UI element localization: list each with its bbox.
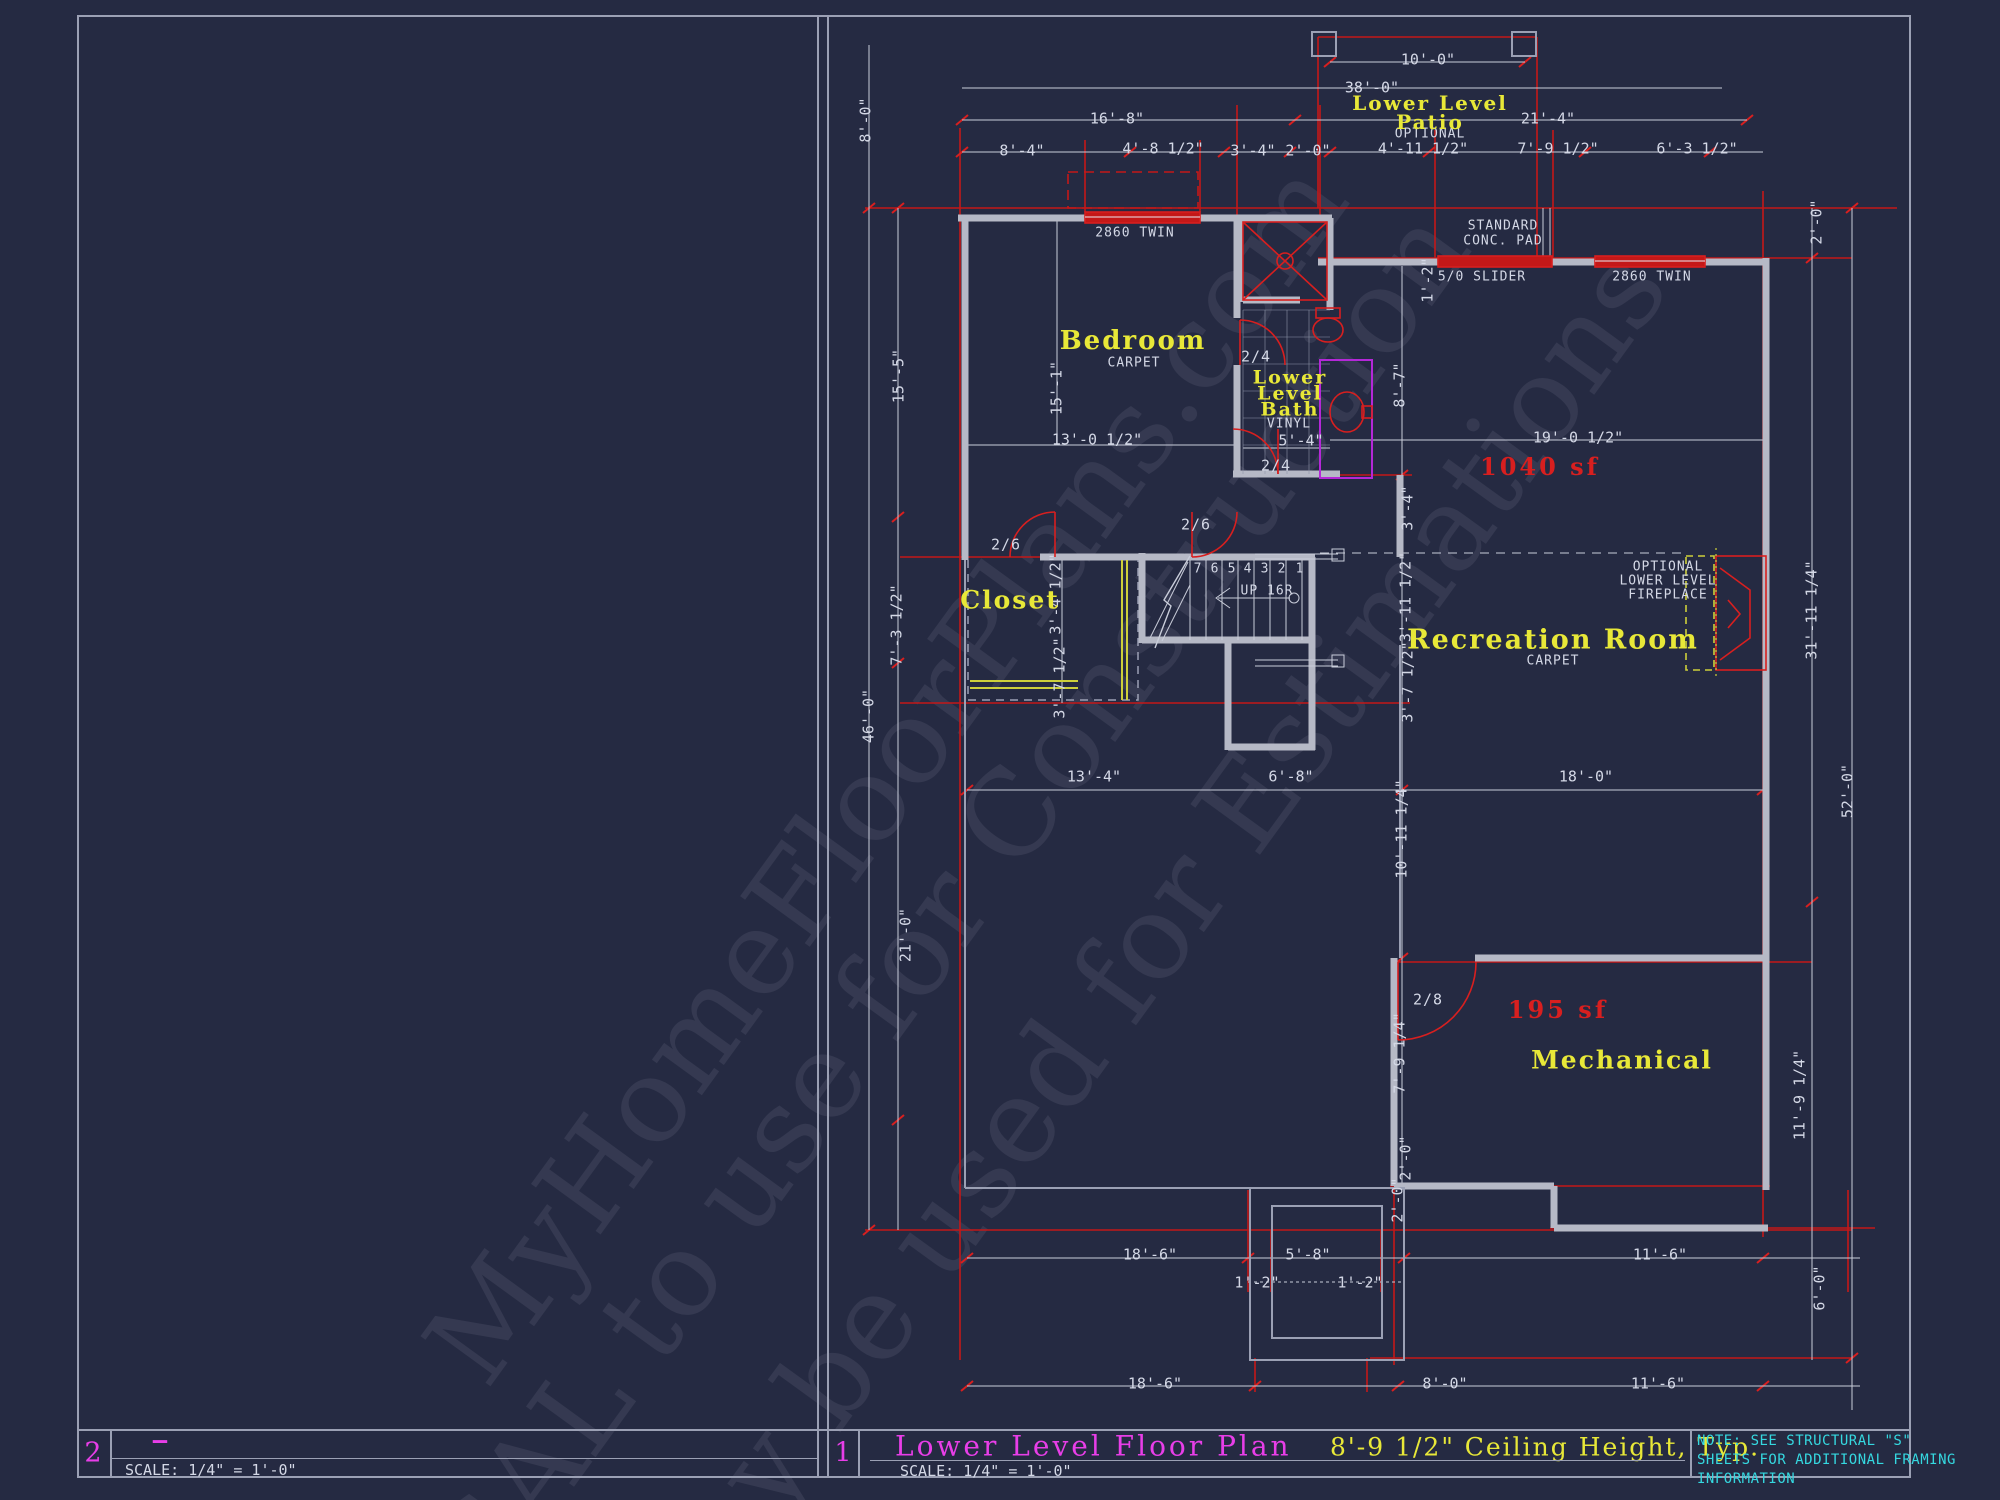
floor-finish-label: CARPET [1526, 653, 1580, 669]
fireplace-optional [1685, 548, 1717, 678]
annotation-label: 2860 TWIN [1095, 225, 1175, 241]
annotation-label: 5/0 SLIDER [1437, 269, 1527, 285]
dimension-label: 7'-9 1/2" [1517, 139, 1599, 158]
annotation-label: CONC. PAD [1463, 233, 1543, 249]
dimension-label: 13'-0 1/2" [1051, 430, 1143, 449]
room-label: Lower Level [1352, 91, 1508, 115]
structural-note: NOTE: SEE STRUCTURAL "S" SHEETS FOR ADDI… [1697, 1432, 1956, 1489]
scale-label-right: SCALE: 1/4" = 1'-0" [900, 1462, 1072, 1480]
annotation-label: 2/4 [1260, 456, 1292, 475]
dimension-label: 18'-6" [1127, 1374, 1183, 1393]
dimension-label: 16'-8" [1089, 109, 1145, 128]
dimension-label: 11'-6" [1632, 1245, 1688, 1264]
area-label: 1040 sf [1480, 452, 1600, 481]
room-label: Patio [1396, 110, 1464, 134]
stair-number: 1 [1295, 561, 1305, 577]
dimension-label: 11'-6" [1630, 1374, 1686, 1393]
bath-outline [1319, 359, 1373, 479]
stairs [1149, 548, 1345, 668]
dimension-label: 3'-4" [1230, 141, 1276, 160]
dimension-label: 8'-0" [1422, 1374, 1468, 1393]
dimension-label: 6'-3 1/2" [1656, 139, 1738, 158]
dimension-label: 5'-4" [1278, 431, 1324, 450]
drawing-title: Lower Level Floor Plan [895, 1429, 1292, 1463]
annotation-label: 2860 TWIN [1612, 269, 1692, 285]
floor-finish-label: VINYL [1266, 416, 1312, 432]
fixtures [1009, 211, 1767, 1041]
sheet-border [77, 15, 1911, 1478]
viewport-divider [817, 15, 819, 1478]
dimension-label: 21'-4" [1520, 109, 1576, 128]
stair-number: 7 [1193, 561, 1203, 577]
annotation-label: 2/6 [990, 535, 1022, 554]
scale-label-left: SCALE: 1/4" = 1'-0" [125, 1461, 297, 1479]
note-line: INFORMATION [1697, 1470, 1796, 1487]
room-label: Level [1257, 382, 1323, 405]
closet-lines [967, 560, 1139, 701]
annotation-label: OPTIONAL [1632, 559, 1704, 575]
stair-number: 2 [1277, 561, 1287, 577]
annotation-label: STANDARD [1467, 218, 1539, 234]
dimension-label: 5'-8" [1285, 1245, 1331, 1264]
note-line: SHEETS FOR ADDITIONAL FRAMING [1697, 1451, 1956, 1468]
foundation-lines [964, 31, 1537, 1361]
annotation-label: OPTIONAL [1394, 126, 1466, 142]
dimension-label: 19'-0 1/2" [1532, 428, 1624, 447]
dimension-label: 8'-4" [999, 141, 1045, 160]
annotation-label: LOWER LEVEL [1619, 573, 1717, 589]
ceiling-height-note: 8'-9 1/2" Ceiling Height, Typ. [1330, 1432, 1761, 1462]
dimension-label: 4'-11 1/2" [1377, 139, 1469, 158]
stair-number: 6 [1210, 561, 1220, 577]
stair-number: 5 [1227, 561, 1237, 577]
dimension-label: 18'-6" [1122, 1245, 1178, 1264]
dimension-lines [868, 45, 1860, 1410]
viewport-number: 2 [84, 1437, 102, 1469]
annotation-label: 2/4 [1240, 347, 1272, 366]
dimension-label: 4'-8 1/2" [1122, 139, 1204, 158]
annotation-label: FIREPLACE [1628, 587, 1708, 603]
dimension-label: 38'-0" [1344, 78, 1400, 97]
area-label: 195 sf [1507, 995, 1609, 1024]
room-label: Bath [1260, 398, 1320, 421]
dimension-label: 18'-0" [1558, 767, 1614, 786]
viewport-number: 1 [834, 1437, 852, 1469]
dimension-label: 1'-2" [1234, 1273, 1280, 1292]
dimension-label: 6'-8" [1268, 767, 1314, 786]
room-label: Recreation Room [1407, 624, 1699, 656]
viewport-divider [827, 15, 829, 1478]
note-line: NOTE: SEE STRUCTURAL "S" [1697, 1433, 1912, 1449]
stair-number: 3 [1260, 561, 1270, 577]
structural-note-box [1690, 1429, 1913, 1476]
room-label: Lower [1252, 366, 1328, 389]
room-label: Bedroom [1059, 326, 1207, 356]
dimension-label: 1'-2" [1337, 1273, 1383, 1292]
room-label: Closet [960, 585, 1060, 615]
annotation-label: 2/6 [1180, 515, 1212, 534]
stair-number: 4 [1243, 561, 1253, 577]
drawing-title-left: – [152, 1426, 168, 1454]
room-label: Mechanical [1531, 1045, 1713, 1075]
dimension-label: 13'-4" [1066, 767, 1122, 786]
dimension-label: 2'-0" [1285, 141, 1331, 160]
annotation-label: 2/8 [1412, 990, 1444, 1009]
dimension-label: 10'-0" [1400, 50, 1456, 69]
annotation-label: UP 16R [1240, 583, 1294, 599]
floor-finish-label: CARPET [1107, 355, 1161, 371]
